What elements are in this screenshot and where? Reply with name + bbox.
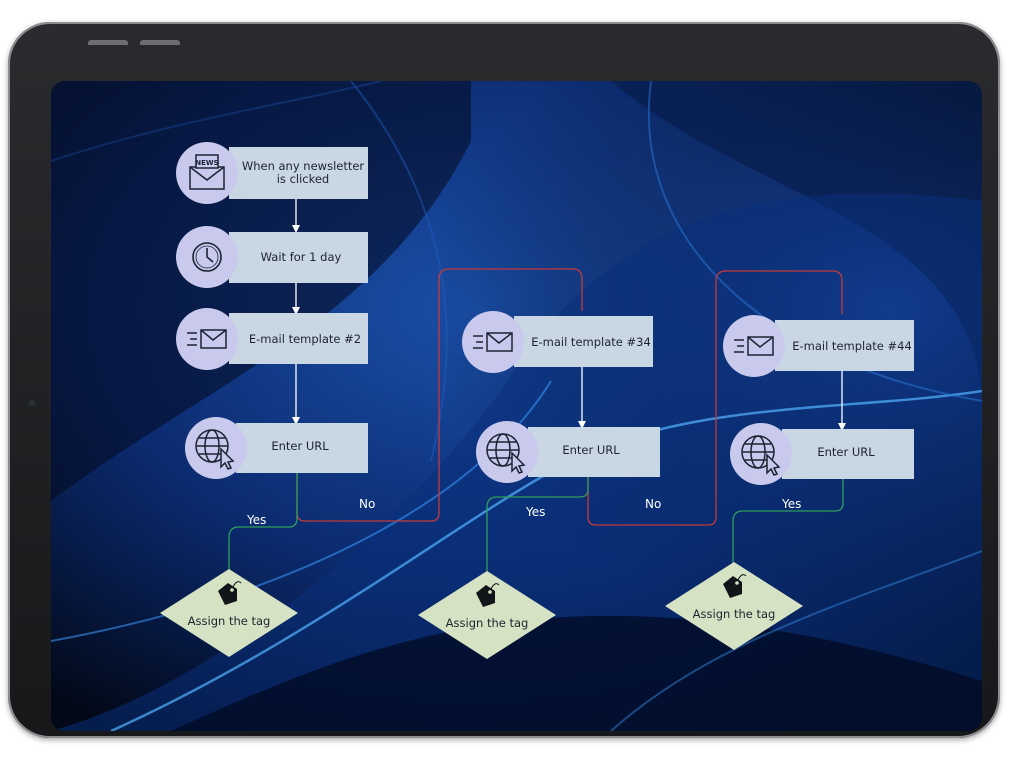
url-label: Enter URL [562,443,620,457]
assign-tag-node[interactable]: Assign the tag [160,569,298,657]
globe-cursor-icon [486,433,526,474]
yes-label: Yes [781,497,801,511]
assign-tag-node[interactable]: Assign the tag [665,562,803,650]
no-label: No [645,497,661,511]
email-node[interactable]: E-mail template #2 [176,308,368,370]
yes-branch-line [486,477,589,581]
email-template-label: E-mail template #34 [531,335,651,349]
wait-node[interactable]: Wait for 1 day [176,226,368,288]
yes-label: Yes [246,513,266,527]
url-node[interactable]: Enter URL [476,421,660,483]
no-branch-line [587,270,843,526]
fast-email-icon [734,336,774,356]
branch-labels: Yes No Yes No Yes [246,497,801,527]
price-tag-icon [218,581,242,605]
wait-label: Wait for 1 day [261,250,342,264]
price-tag-icon [723,574,747,598]
assign-tag-label: Assign the tag [446,616,529,630]
globe-cursor-icon [195,429,235,470]
email-node[interactable]: E-mail template #34 [462,311,653,373]
automation-flow-diagram: Yes No Yes No Yes NEWS When any newslett… [160,142,914,659]
assign-tag-label: Assign the tag [693,607,776,621]
url-node[interactable]: Enter URL [185,417,368,479]
volume-button [140,40,180,45]
assign-tag-label: Assign the tag [188,614,271,628]
trigger-label: is clicked [277,172,330,186]
connectors [228,199,846,581]
yes-branch-line [228,473,298,579]
email-template-label: E-mail template #44 [792,339,912,353]
fast-email-icon [187,329,227,349]
tablet-screen: Yes No Yes No Yes NEWS When any newslett… [51,81,982,731]
front-camera [29,400,35,406]
no-label: No [359,497,375,511]
price-tag-icon [476,583,500,607]
trigger-label: When any newsletter [242,159,365,173]
url-label: Enter URL [817,445,875,459]
newsletter-envelope-icon: NEWS [189,154,225,190]
news-badge-text: NEWS [195,159,218,167]
no-branch-line [296,268,583,522]
url-label: Enter URL [271,439,329,453]
fast-email-icon [473,332,513,352]
clock-icon [192,242,222,272]
assign-tag-node[interactable]: Assign the tag [418,571,556,659]
yes-branch-line [732,479,844,571]
email-node[interactable]: E-mail template #44 [723,315,914,377]
trigger-node[interactable]: NEWS When any newsletter is clicked [176,142,368,204]
url-node[interactable]: Enter URL [730,423,914,485]
email-template-label: E-mail template #2 [249,332,361,346]
tablet-frame: Yes No Yes No Yes NEWS When any newslett… [8,22,1000,738]
globe-cursor-icon [741,435,781,476]
volume-button [88,40,128,45]
yes-label: Yes [525,505,545,519]
